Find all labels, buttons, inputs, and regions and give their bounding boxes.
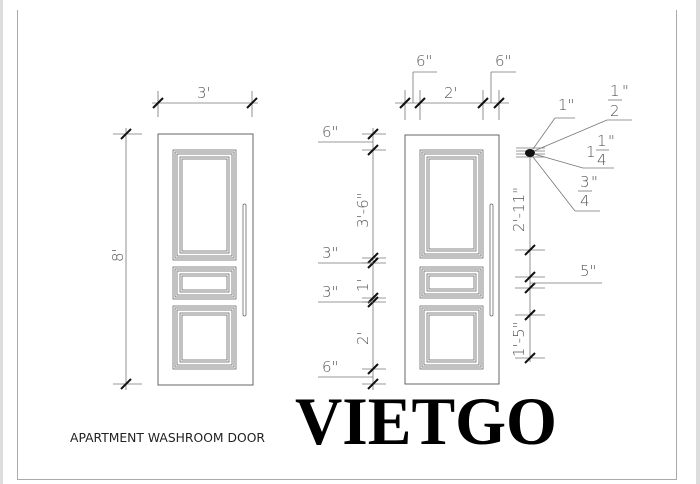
dimension-tick: [246, 97, 258, 109]
dimension-tick: [524, 352, 536, 364]
door-panel-molding: [428, 275, 475, 290]
fraction-denominator: 4: [597, 151, 607, 169]
door-panel-molding: [174, 151, 235, 259]
door-panel-molding: [421, 151, 482, 257]
top-width-label: 2': [444, 84, 458, 102]
profile-c-fraction: 1 1 4 ": [586, 132, 615, 169]
door-panel-molding: [423, 153, 480, 255]
dimension-tick: [524, 282, 536, 294]
vietgo-watermark: VIETGO: [295, 383, 557, 459]
dimension-line: [533, 153, 584, 169]
door-handle: [489, 203, 494, 317]
middle-panel-label: 1': [354, 278, 372, 292]
door-panel-molding: [423, 309, 480, 366]
door-panel-molding: [419, 305, 484, 370]
door-panel-molding: [172, 149, 237, 261]
top-left-margin-label: 6": [416, 52, 432, 70]
dimension-tick: [414, 97, 426, 109]
dimension-tick: [367, 292, 379, 304]
dimension-tick: [367, 378, 379, 390]
geometry: [113, 71, 632, 390]
door-panel-molding: [421, 307, 482, 368]
fraction-numerator: 1: [610, 82, 620, 100]
left-door-width-label: 3': [197, 84, 211, 102]
dimension-tick: [477, 97, 489, 109]
door-panel-molding: [172, 305, 237, 370]
door-panel-molding: [419, 266, 484, 299]
unit: ": [622, 82, 629, 100]
top-section-label: 2'-11": [510, 187, 528, 232]
sheet-border: [17, 10, 677, 480]
rail-1-label: 3": [322, 244, 338, 262]
unit: ": [591, 173, 598, 191]
door-panel-molding: [181, 314, 228, 361]
side-margin: [0, 0, 3, 484]
door-handle: [242, 203, 247, 317]
dimension-tick: [367, 128, 379, 140]
door-panel-molding: [174, 268, 235, 298]
door-panel-molding: [176, 309, 233, 366]
profile-blob: [525, 149, 535, 157]
middle-rail-label: 5": [580, 262, 596, 280]
door-panel-molding: [423, 270, 480, 295]
dimension-tick: [367, 252, 379, 264]
dimension-tick: [367, 363, 379, 375]
dimension-tick: [524, 309, 536, 321]
drawing-title: APARTMENT WASHROOM DOOR: [70, 431, 265, 445]
door-panel-molding: [174, 307, 235, 368]
door-panel-molding: [179, 273, 230, 293]
door-panel-molding: [181, 158, 228, 252]
top-right-margin-label: 6": [495, 52, 511, 70]
dimension-tick: [152, 97, 164, 109]
dimension-tick: [524, 271, 536, 283]
dimension-tick: [493, 97, 505, 109]
door-panel-molding: [179, 312, 230, 363]
door-panel-molding: [426, 312, 477, 363]
door-panel-molding: [426, 273, 477, 292]
door-panel-molding: [176, 270, 233, 296]
door-panel-molding: [428, 158, 475, 250]
side-margin: [696, 0, 700, 484]
fraction-numerator: 1: [597, 132, 607, 150]
door-panel-molding: [172, 266, 237, 300]
bottom-rail-label: 6": [322, 358, 338, 376]
fraction-denominator: 4: [580, 192, 590, 210]
door-panel-molding: [179, 156, 230, 254]
top-panel-label: 3'-6": [354, 192, 372, 228]
door-panel-molding: [426, 156, 477, 252]
dimension-tick: [399, 97, 411, 109]
door-panel-molding: [428, 314, 475, 361]
dimension-tick: [524, 244, 536, 256]
dimension-tick: [367, 144, 379, 156]
bottom-section-label: 1'-5": [510, 321, 528, 357]
bottom-panel-label: 2': [354, 331, 372, 345]
dimension-line: [532, 117, 556, 150]
dimension-tick: [120, 128, 132, 140]
dimension-tick: [120, 378, 132, 390]
dimension-line: [532, 156, 576, 212]
door-panel-molding: [421, 268, 482, 297]
profile-b-fraction: 1 2 ": [608, 82, 629, 120]
unit: ": [608, 132, 615, 150]
profile-d-fraction: 3 4 ": [578, 173, 598, 210]
top-rail-label: 6": [322, 123, 338, 141]
profile-a-label: 1": [558, 96, 574, 114]
left-door-height-label: 8': [109, 248, 127, 262]
fraction-whole: 1: [586, 143, 596, 161]
door-panel-molding: [419, 149, 484, 259]
door-panel-molding: [181, 275, 228, 291]
fraction-denominator: 2: [610, 102, 620, 120]
door-panel-molding: [176, 153, 233, 257]
dimension-line: [533, 119, 608, 152]
fraction-numerator: 3: [580, 173, 590, 191]
rail-2-label: 3": [322, 283, 338, 301]
